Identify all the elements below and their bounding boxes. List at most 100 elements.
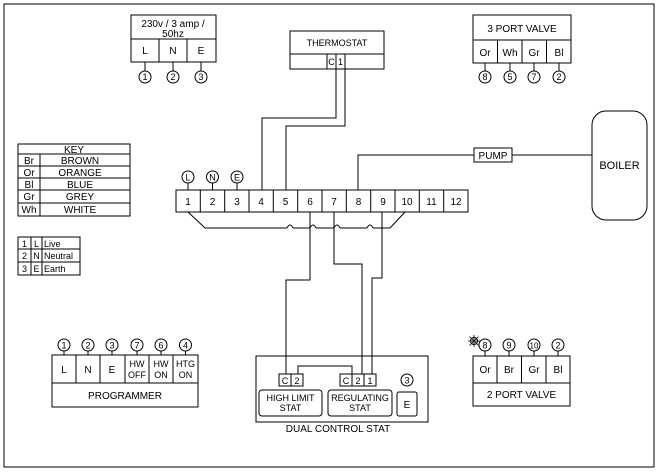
strip-terminal: 1 — [185, 197, 191, 208]
valve2-number-8: 8 — [482, 341, 487, 351]
strip-terminal: 2 — [210, 197, 216, 208]
dual-stat-earth-label: E — [404, 400, 411, 411]
supply-number-1: 1 — [142, 72, 147, 82]
regulating-terminal-c: C — [343, 376, 350, 386]
valve3-terminal-gr: Gr — [528, 48, 540, 59]
thermostat-terminal-c: C — [328, 57, 335, 67]
three-port-valve-title: 3 PORT VALVE — [487, 24, 557, 35]
strip-marker-l: L — [185, 173, 190, 183]
valve3-terminal-or: Or — [479, 48, 491, 59]
programmer-number: 6 — [158, 341, 163, 351]
boiler-label: BOILER — [599, 160, 639, 172]
legend-number: 2 — [22, 251, 27, 261]
key-code: Wh — [22, 205, 37, 216]
high-limit-stat-line2: STAT — [280, 403, 302, 413]
programmer-number: 2 — [85, 341, 90, 351]
programmer-terminal-hw-off-line1: HW — [130, 359, 145, 369]
valve3-terminal-bl: Bl — [555, 48, 564, 59]
key-name: WHITE — [64, 205, 97, 216]
supply-number-2: 2 — [170, 72, 175, 82]
wires — [187, 69, 592, 374]
dual-control-stat: C 2 C 2 1 HIGH LIMIT STAT REGULATING STA… — [255, 355, 429, 435]
valve2-terminal-or: Or — [479, 365, 491, 376]
key-code: Or — [23, 168, 35, 179]
key-name: BLUE — [67, 180, 93, 191]
programmer-terminal-hw-off-line2: OFF — [128, 370, 146, 380]
key-name: ORANGE — [58, 168, 102, 179]
supply-number-3: 3 — [198, 72, 203, 82]
supply-box: 230v / 3 amp / 50hz L N E 1 2 3 — [130, 14, 217, 84]
valve3-number-7: 7 — [531, 72, 536, 82]
valve2-terminal-br: Br — [504, 365, 515, 376]
programmer-terminal-htg-on-line1: HTG — [176, 359, 195, 369]
key-code: Bl — [25, 180, 34, 191]
legend-name: Neutral — [44, 251, 73, 261]
key-name: BROWN — [61, 156, 99, 167]
programmer-terminal-hw-on-line1: HW — [154, 359, 169, 369]
supply-title-line1: 230v / 3 amp / — [141, 19, 205, 30]
legend-letter: E — [33, 264, 39, 274]
dual-stat-earth-number: 3 — [404, 376, 409, 386]
strip-terminal: 12 — [450, 197, 462, 208]
programmer-number: 1 — [61, 341, 66, 351]
strip-terminal: 6 — [307, 197, 313, 208]
strip-marker-n: N — [209, 173, 216, 183]
three-port-valve: 3 PORT VALVE Or Wh Gr Bl 8 5 7 2 — [472, 14, 572, 84]
strip-terminal: 5 — [283, 197, 289, 208]
valve2-number-2: 2 — [555, 341, 560, 351]
regulating-terminal-1: 1 — [367, 376, 372, 386]
strip-marker-e: E — [234, 173, 240, 183]
programmer-terminal-l: L — [61, 365, 67, 376]
key-title: KEY — [64, 145, 84, 156]
valve2-number-10: 10 — [530, 342, 539, 351]
valve3-terminal-wh: Wh — [503, 48, 518, 59]
supply-title-line2: 50hz — [162, 29, 184, 40]
strip-terminal: 10 — [401, 197, 413, 208]
supply-terminal-l: L — [142, 46, 148, 57]
valve2-terminal-bl: Bl — [554, 365, 563, 376]
key-code: Br — [24, 156, 35, 167]
programmer-number: 7 — [134, 341, 139, 351]
programmer-number: 3 — [109, 341, 114, 351]
dual-control-stat-title: DUAL CONTROL STAT — [286, 424, 390, 435]
high-limit-terminal-2: 2 — [294, 376, 299, 386]
strip-terminal: 8 — [356, 197, 362, 208]
high-limit-terminal-c: C — [282, 376, 289, 386]
two-port-valve-title: 2 PORT VALVE — [487, 390, 557, 401]
terminal-legend: 1 L Live 2 N Neutral 3 E Earth — [17, 236, 81, 276]
terminal-strip: 1 2 3 4 5 6 7 8 9 10 11 12 L N E — [175, 170, 469, 213]
boiler: BOILER — [591, 110, 648, 221]
strip-terminal: 9 — [380, 197, 386, 208]
colour-key: KEY Br BROWN Or ORANGE Bl BLUE Gr GREY W… — [17, 143, 131, 217]
legend-letter: N — [33, 251, 40, 261]
programmer: L N E HW OFF HW ON HTG ON PROGRAMMER 1 2… — [51, 338, 199, 408]
regulating-stat-line1: REGULATING — [331, 393, 389, 403]
diagram-border — [3, 3, 655, 468]
supply-terminal-n: N — [169, 46, 176, 57]
thermostat-terminal-1: 1 — [338, 57, 343, 67]
high-limit-stat-line1: HIGH LIMIT — [266, 393, 315, 403]
key-code: Gr — [23, 192, 35, 203]
valve3-number-8: 8 — [482, 72, 487, 82]
legend-letter: L — [34, 239, 39, 249]
legend-name: Earth — [44, 264, 66, 274]
supply-terminal-e: E — [198, 46, 205, 57]
programmer-terminal-htg-on-line2: ON — [179, 370, 193, 380]
two-port-valve: Or Br Gr Bl 2 PORT VALVE 8 9 10 2 — [468, 335, 571, 407]
programmer-title: PROGRAMMER — [88, 391, 162, 402]
valve2-terminal-gr: Gr — [528, 365, 540, 376]
valve2-number-9: 9 — [506, 341, 511, 351]
strip-terminal: 7 — [331, 197, 337, 208]
regulating-stat-line2: STAT — [349, 403, 371, 413]
pump-box: PUMP — [473, 147, 513, 163]
programmer-terminal-hw-on-line2: ON — [154, 370, 168, 380]
strip-terminal: 4 — [258, 197, 264, 208]
pump-label: PUMP — [479, 151, 508, 162]
legend-name: Live — [44, 239, 61, 249]
legend-number: 3 — [22, 264, 27, 274]
programmer-terminal-n: N — [84, 365, 91, 376]
thermostat-title: THERMOSTAT — [307, 38, 368, 48]
thermostat-box: THERMOSTAT C 1 — [289, 30, 385, 70]
programmer-terminal-e: E — [109, 365, 116, 376]
